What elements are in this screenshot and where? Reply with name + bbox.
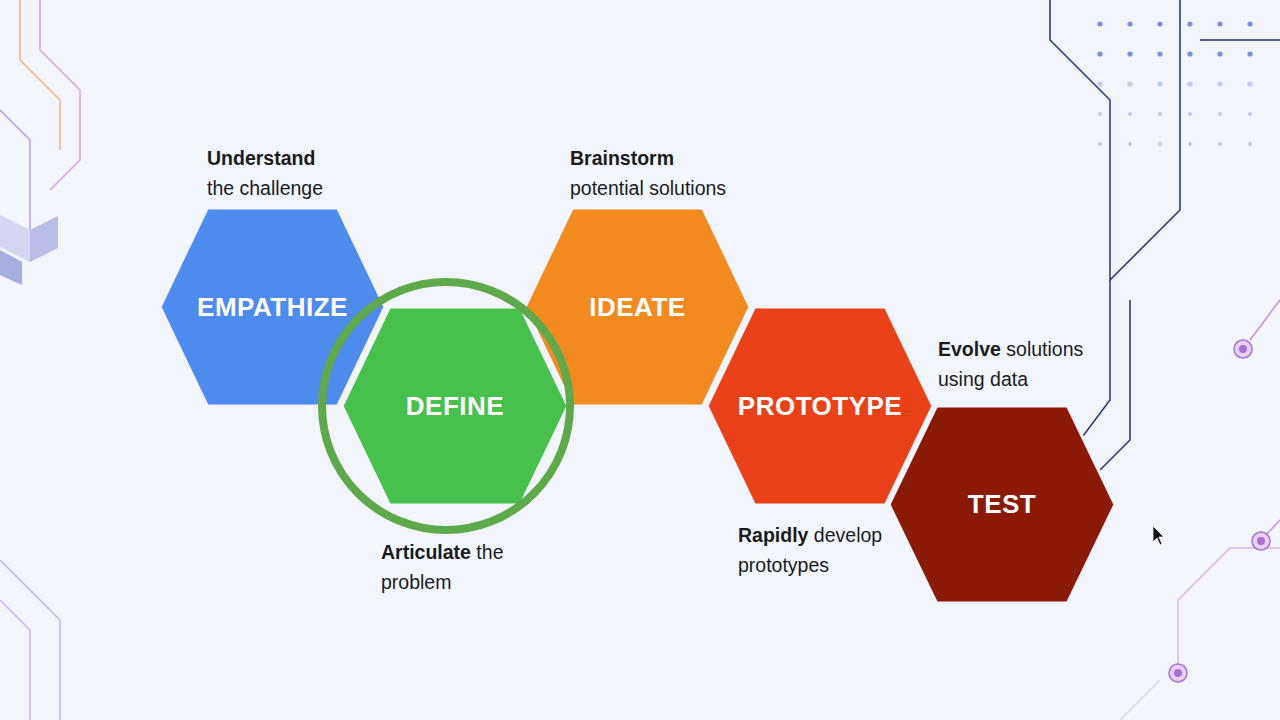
grid-dot: [1188, 142, 1192, 146]
emphasis-word: Understand: [207, 144, 407, 174]
stage-description: Evolve solutions using data: [938, 335, 1118, 394]
grid-dot: [1247, 81, 1252, 86]
hexagon-fill: [889, 406, 1115, 603]
mouse-cursor: [1153, 526, 1164, 545]
circuit-line: [1080, 280, 1110, 440]
grid-dot: [1127, 21, 1132, 26]
grid-dot: [1187, 21, 1192, 26]
circuit-pad: [1252, 532, 1270, 550]
circuit-line: [40, 0, 80, 190]
circuit-line: [1050, 0, 1180, 280]
stage-name: PROTOTYPE: [707, 307, 933, 505]
circuit-line: [1266, 520, 1280, 535]
circuit-line: [0, 110, 30, 230]
circuit-line: [1100, 300, 1130, 470]
circuit-line: [0, 600, 30, 720]
circuit-line: [1178, 548, 1280, 665]
grid-dot: [1187, 51, 1192, 56]
grid-dot: [1098, 142, 1102, 146]
stage-description: Brainstorm potential solutions: [570, 144, 790, 203]
stage-name: EMPATHIZE: [160, 208, 385, 406]
grid-dot: [1217, 81, 1222, 86]
grid-dot: [1097, 51, 1102, 56]
stage-description: Understand the challenge: [207, 144, 407, 203]
stage-hexagon: PROTOTYPERapidly develop prototypes: [707, 307, 933, 505]
emphasis-word: Evolve: [938, 338, 1001, 360]
cube-shape: [30, 216, 58, 262]
grid-dot: [1157, 21, 1162, 26]
stage-description: Rapidly develop prototypes: [738, 521, 903, 580]
circuit-pad: [1169, 664, 1187, 682]
emphasis-word: Articulate: [381, 541, 471, 563]
dot-grid: [1097, 21, 1252, 146]
grid-dot: [1187, 81, 1192, 86]
grid-dot: [1157, 81, 1162, 86]
grid-dot: [1157, 51, 1162, 56]
grid-dot: [1217, 21, 1222, 26]
circuit-pad: [1239, 345, 1247, 353]
circuit-pad: [1257, 537, 1265, 545]
grid-dot: [1217, 51, 1222, 56]
stage-hexagon: TESTEvolve solutions using data: [889, 406, 1115, 603]
grid-dot: [1248, 112, 1252, 116]
stage-name: TEST: [889, 406, 1115, 603]
grid-dot: [1248, 142, 1252, 146]
hexagon-fill: [707, 307, 933, 505]
stage-name: IDEATE: [525, 208, 750, 406]
grid-dot: [1158, 112, 1162, 116]
description-rest: potential solutions: [570, 177, 726, 199]
stage-hexagon: EMPATHIZEUnderstand the challenge: [160, 208, 385, 406]
grid-dot: [1218, 142, 1222, 146]
hexagon-fill: [525, 208, 750, 406]
grid-dot: [1247, 21, 1252, 26]
grid-dot: [1188, 112, 1192, 116]
grid-dot: [1127, 81, 1132, 86]
circuit-line: [0, 560, 60, 720]
grid-dot: [1158, 142, 1162, 146]
highlight-ring: [322, 282, 570, 530]
cube-shape: [0, 250, 22, 285]
stage-hexagon: IDEATEBrainstorm potential solutions: [525, 208, 750, 406]
circuit-line: [1250, 300, 1280, 340]
grid-dot: [1097, 81, 1102, 86]
circuit-line: [1120, 680, 1160, 720]
description-rest: the challenge: [207, 177, 323, 199]
circuit-pads: [1169, 340, 1270, 682]
circuit-pad: [1234, 340, 1252, 358]
emphasis-word: Brainstorm: [570, 144, 790, 174]
grid-dot: [1128, 112, 1132, 116]
grid-dot: [1128, 142, 1132, 146]
hexagon-fill: [342, 307, 568, 505]
emphasis-word: Rapidly: [738, 524, 808, 546]
circuit-pad: [1174, 669, 1182, 677]
grid-dot: [1218, 112, 1222, 116]
grid-dot: [1127, 51, 1132, 56]
grid-dot: [1097, 21, 1102, 26]
stage-description: Articulate the problem: [381, 538, 541, 597]
stage-hexagon: DEFINEArticulate the problem: [342, 307, 568, 505]
circuit-line: [1200, 39, 1280, 41]
stage-name: DEFINE: [342, 307, 568, 505]
hexagon-fill: [160, 208, 385, 406]
grid-dot: [1098, 112, 1102, 116]
grid-dot: [1247, 51, 1252, 56]
cube-shapes: [0, 215, 58, 285]
